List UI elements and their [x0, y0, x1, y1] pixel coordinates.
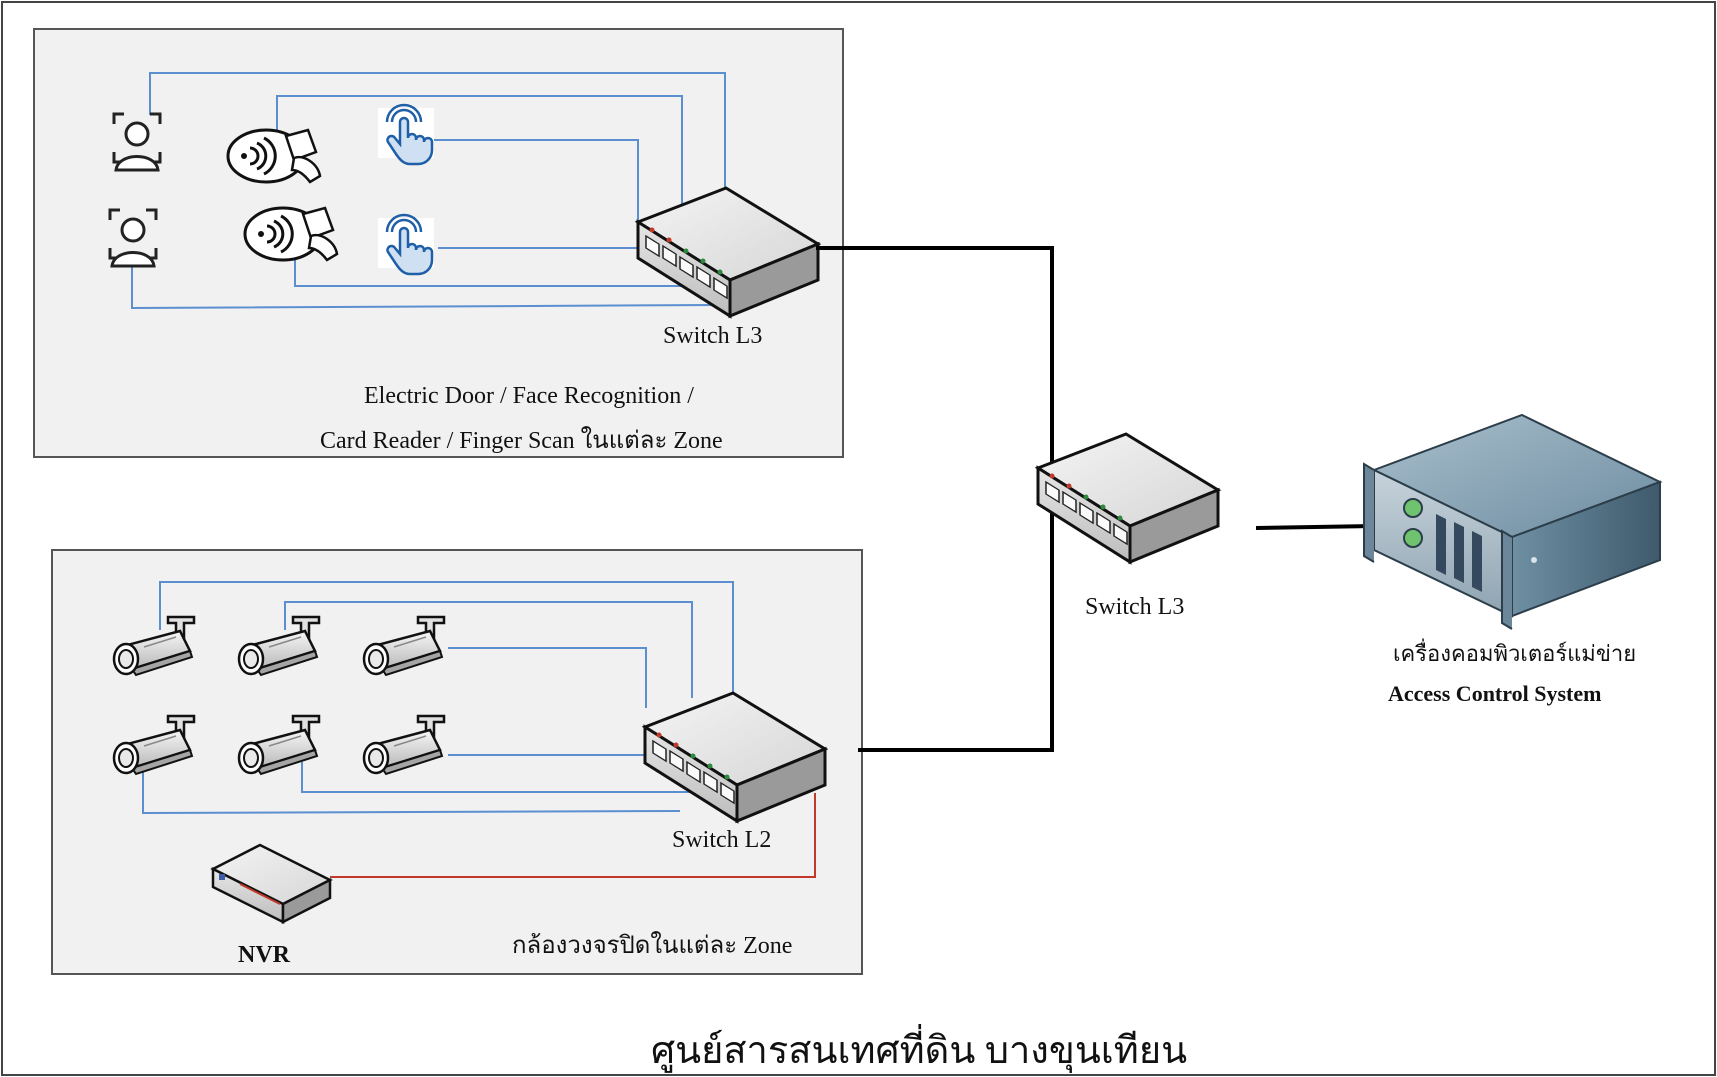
- cctv-switch-label: Switch L2: [672, 827, 771, 853]
- access-zone-caption-line2: Card Reader / Finger Scan ในแต่ละ Zone: [320, 426, 723, 454]
- cctv-zone-caption: กล้องวงจรปิดในแต่ละ Zone: [512, 931, 792, 959]
- server-icon: [1363, 413, 1663, 630]
- diagram-title: ศูนย์สารสนเทศที่ดิน บางขุนเทียน: [651, 1024, 1187, 1073]
- finger-scan-icon: [376, 103, 436, 166]
- cctv-zone-links: [142, 581, 734, 815]
- nvr-link: [330, 793, 816, 878]
- nvr-label: NVR: [238, 942, 291, 968]
- finger-scan-icon: [376, 213, 436, 276]
- server-label-thai: เครื่องคอมพิวเตอร์แม่ข่าย: [1393, 638, 1636, 666]
- card-reader-icon: [243, 206, 339, 262]
- core-switch-label: Switch L3: [1085, 594, 1184, 620]
- access-switch-label: Switch L3: [663, 323, 762, 349]
- nvr-icon: [210, 843, 333, 925]
- access-zone-caption-line1: Electric Door / Face Recognition /: [364, 383, 694, 409]
- server-label-en: Access Control System: [1388, 681, 1601, 706]
- core-switch-icon: [1036, 432, 1220, 564]
- card-reader-icon: [226, 128, 322, 184]
- access-zone-links: [131, 72, 726, 310]
